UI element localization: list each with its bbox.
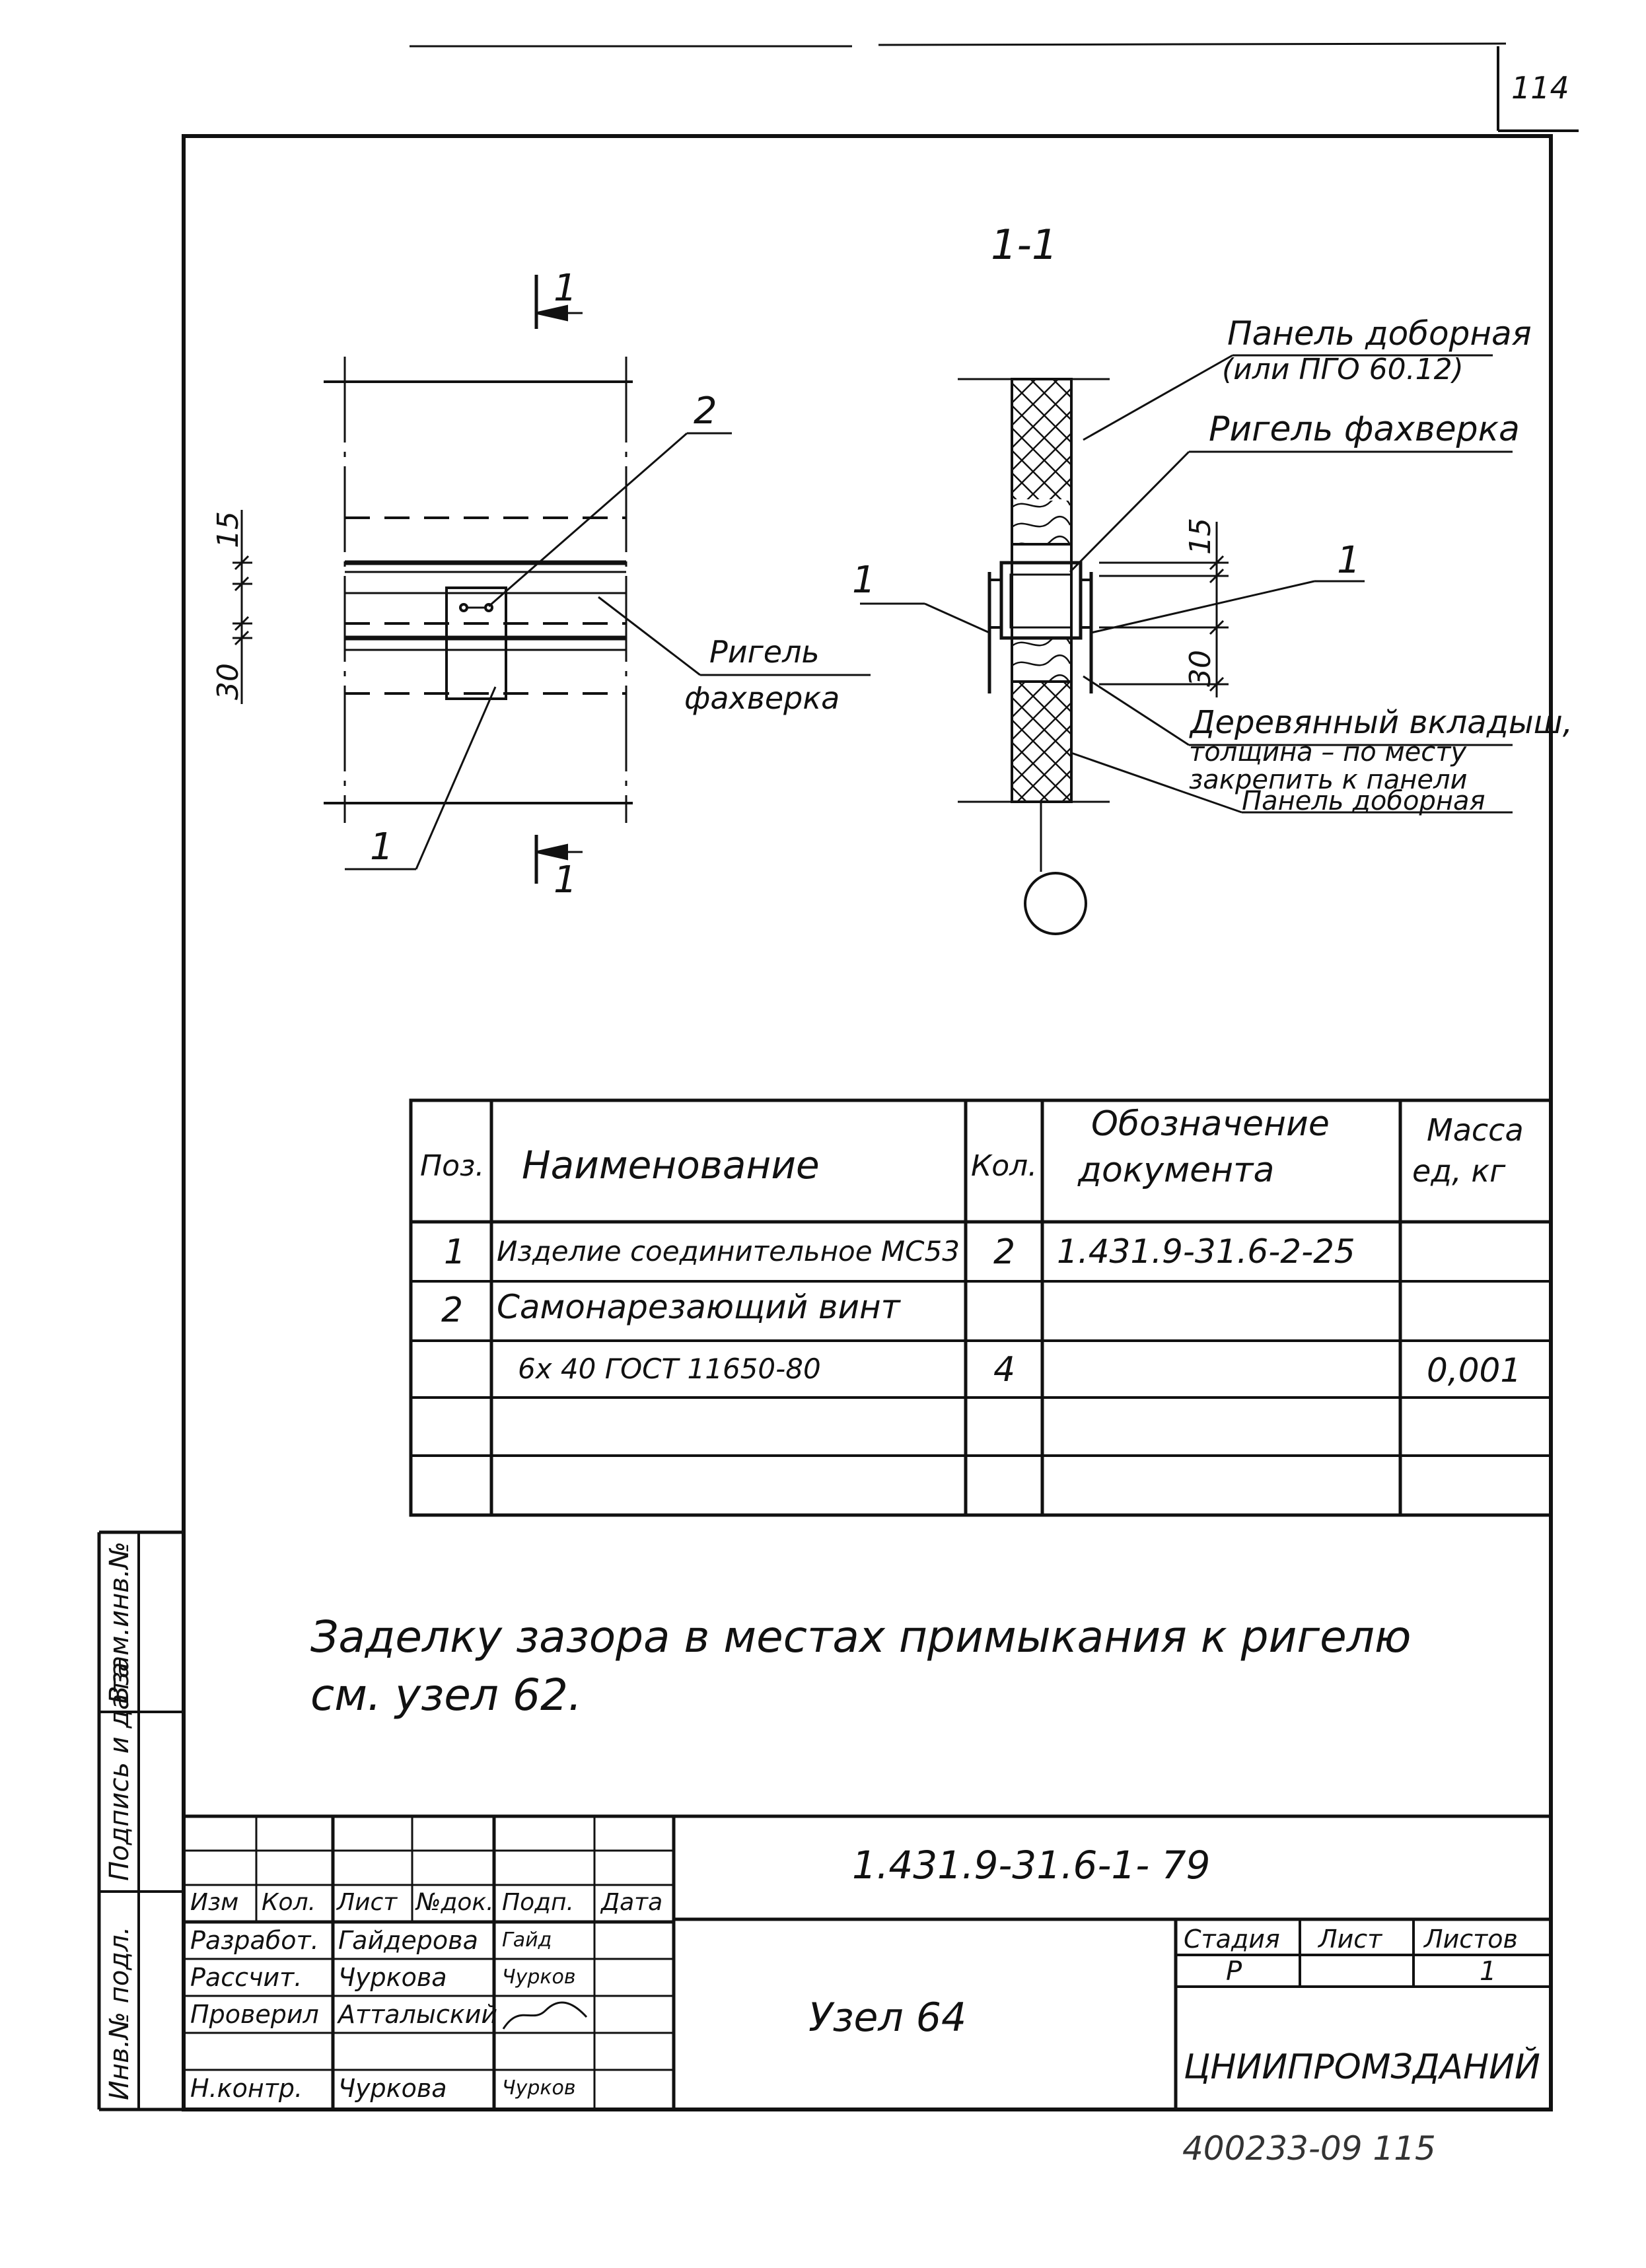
plan-callout-2: 2 <box>694 390 717 433</box>
footer-code: 400233-09 115 <box>1182 2129 1436 2168</box>
col-header-list: Лист <box>337 1889 398 1916</box>
role-label: Рассчит. <box>190 1963 303 1992</box>
col-header-izm: Изм <box>190 1889 239 1916</box>
doc-code: 1.431.9-31.6-1- 79 <box>852 1843 1211 1888</box>
plan-callout-1: 1 <box>370 826 394 868</box>
section-insert-label-2: толщина – по месту <box>1189 737 1467 767</box>
note-line-1: Заделку зазора в местах примыкания к риг… <box>310 1612 1412 1662</box>
section-beam-label: Ригель фахверка <box>1209 409 1520 449</box>
sheet-header: Лист <box>1318 1925 1382 1954</box>
side-stamp-inv-podl: Инв.№ подл. <box>104 1926 135 2100</box>
spec-header-mass-1: Масса <box>1427 1112 1524 1148</box>
spec-row-name: Самонарезающий винт <box>497 1288 900 1326</box>
cut-marker-top: 1 <box>554 267 577 310</box>
spec-header-doc-2: документа <box>1078 1151 1275 1190</box>
col-header-podp: Подп. <box>502 1889 574 1916</box>
plan-dim-30: 30 <box>211 663 245 700</box>
plan-beam-label-2: фахверка <box>684 680 840 716</box>
role-label: Проверил <box>190 2000 319 2029</box>
col-header-kol: Кол. <box>262 1889 316 1916</box>
section-title: 1-1 <box>991 221 1058 269</box>
plan-beam-label-1: Ригель <box>709 634 820 670</box>
node-title: Узел 64 <box>808 1995 967 2041</box>
spec-row-qty: 2 <box>993 1232 1016 1272</box>
section-callout-1-right: 1 <box>1337 539 1361 582</box>
section-panel-label-2: (или ПГО 60.12) <box>1222 353 1464 386</box>
section-insert-label-3: закрепить к панели <box>1189 765 1468 795</box>
role-signature: Чурков <box>502 1966 576 1989</box>
spec-header-mass-2: ед, кг <box>1412 1153 1506 1189</box>
stage-value: Р <box>1226 1956 1242 1987</box>
signature-scribble <box>502 2001 588 2030</box>
sheet-number: 114 <box>1511 70 1569 106</box>
role-name: Чуркова <box>338 1963 447 1992</box>
col-header-ndok: №док. <box>416 1889 494 1916</box>
side-stamp-vzam-inv: Взам.инв.№ <box>104 1541 135 1704</box>
spec-row-qty: 4 <box>993 1350 1016 1390</box>
plan-dim-15: 15 <box>211 511 245 548</box>
spec-row-name: Изделие соединительное МС53 <box>497 1235 960 1267</box>
role-name: Атталыский <box>338 2000 498 2029</box>
spec-row-doc: 1.431.9-31.6-2-25 <box>1057 1232 1355 1271</box>
stage-header: Стадия <box>1184 1925 1280 1954</box>
role-label: Н.контр. <box>190 2074 303 2103</box>
org-name: ЦНИИПРОМЗДАНИЙ <box>1184 2047 1540 2087</box>
role-name: Гайдерова <box>338 1926 478 1955</box>
spec-row-mass: 0,001 <box>1427 1351 1522 1390</box>
spec-header-name: Наименование <box>522 1143 820 1187</box>
section-dim-30: 30 <box>1184 650 1217 687</box>
spec-row-name: 6х 40 ГОСТ 11650-80 <box>518 1353 821 1385</box>
sheets-header: Листов <box>1424 1925 1518 1954</box>
spec-header-pos: Поз. <box>420 1149 485 1183</box>
section-panel-label-bottom: Панель доборная <box>1242 786 1485 816</box>
col-header-data: Дата <box>601 1889 663 1916</box>
role-name: Чуркова <box>338 2074 447 2103</box>
section-callout-1-left: 1 <box>852 559 876 602</box>
role-signature: Чурков <box>502 2076 576 2100</box>
section-dim-15: 15 <box>1184 518 1217 555</box>
sheets-value: 1 <box>1480 1956 1497 1987</box>
spec-row-pos: 2 <box>441 1291 464 1330</box>
section-panel-label-1: Панель доборная <box>1227 314 1532 353</box>
role-label: Разработ. <box>190 1926 319 1955</box>
cut-marker-bottom: 1 <box>554 859 577 902</box>
spec-header-qty: Кол. <box>971 1149 1038 1183</box>
note-line-2: см. узел 62. <box>310 1670 582 1720</box>
section-insert-label-1: Деревянный вкладыш, <box>1190 704 1573 741</box>
spec-row-pos: 1 <box>444 1232 466 1272</box>
spec-header-doc-1: Обозначение <box>1091 1104 1330 1144</box>
role-signature: Гайд <box>502 1929 552 1952</box>
